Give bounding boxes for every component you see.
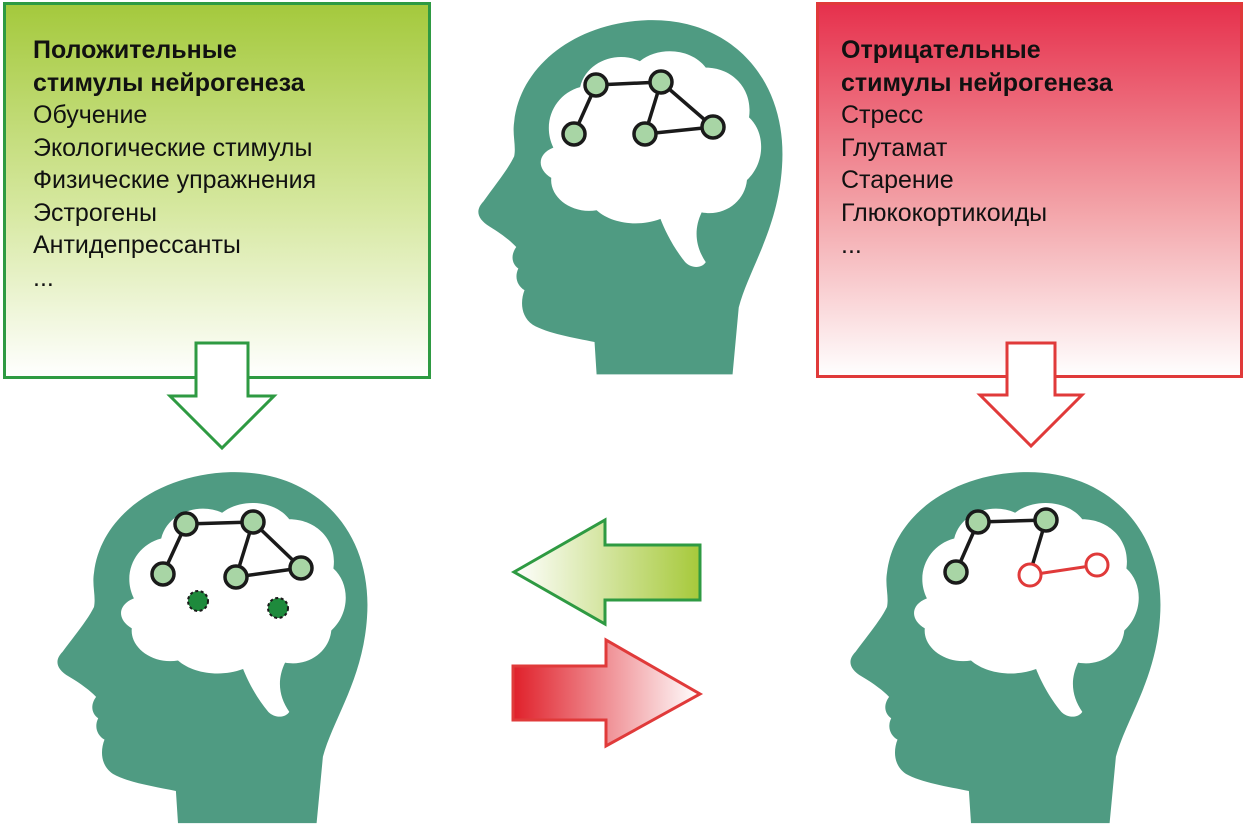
head-top-center [478, 20, 783, 375]
list-item: Старение [841, 166, 954, 194]
list-item: Антидепрессанты [33, 231, 241, 259]
down-arrow-negative [976, 341, 1086, 449]
damaged-neurons [1017, 552, 1110, 588]
list-item: ... [841, 231, 862, 259]
negative-box-title: Отрицательные стимулы нейрогенеза [841, 36, 1113, 97]
negative-box-content: Отрицательные стимулы нейрогенеза Стресс… [841, 34, 1113, 262]
list-item: Глюкокортикоиды [841, 198, 1048, 227]
neuron-node [700, 114, 726, 140]
neuron-node [1033, 507, 1059, 533]
down-arrow-positive [166, 341, 278, 451]
neuron-node [561, 121, 587, 147]
neuron-node [150, 561, 176, 587]
neuron-node [240, 509, 266, 535]
list-item: Эстрогены [33, 198, 157, 227]
positive-box-content: Положительные стимулы нейрогенеза Обучен… [33, 34, 316, 294]
list-item: Физические упражнения [33, 166, 317, 194]
neuron-node [965, 509, 991, 535]
damaged-neuron-node [1084, 552, 1110, 578]
list-item: Обучение [33, 101, 148, 129]
damaged-neuron-node [1017, 562, 1043, 588]
list-item: Экологические стимулы [33, 133, 313, 162]
neuron-node [173, 511, 199, 537]
neuron-node [648, 69, 674, 95]
head-bottom-right [850, 472, 1161, 824]
positive-stimuli-list: Обучение Экологические стимулы Физически… [33, 99, 316, 294]
left-arrow-green [510, 517, 702, 627]
neuron-network-bottom-left [150, 509, 314, 590]
neuron-network-top [561, 69, 726, 147]
right-arrow-red [511, 637, 704, 749]
neuron-node [583, 72, 609, 98]
list-item: Глутамат [841, 133, 948, 162]
new-neuron-dot [267, 597, 289, 619]
list-item: Стресс [841, 101, 924, 129]
negative-box [816, 2, 1243, 378]
neuron-node [288, 555, 314, 581]
neuron-network-bottom-right [943, 507, 1110, 588]
neuron-node [632, 121, 658, 147]
list-item: ... [33, 263, 54, 292]
neuron-node [223, 564, 249, 590]
new-neurons [187, 590, 289, 619]
new-neuron-dot [187, 590, 209, 612]
neuron-node [943, 559, 969, 585]
negative-stimuli-list: Стресс Глутамат Старение Глюкокортикоиды… [841, 99, 1113, 262]
positive-box-title: Положительные стимулы нейрогенеза [33, 36, 305, 97]
positive-box [3, 2, 431, 379]
